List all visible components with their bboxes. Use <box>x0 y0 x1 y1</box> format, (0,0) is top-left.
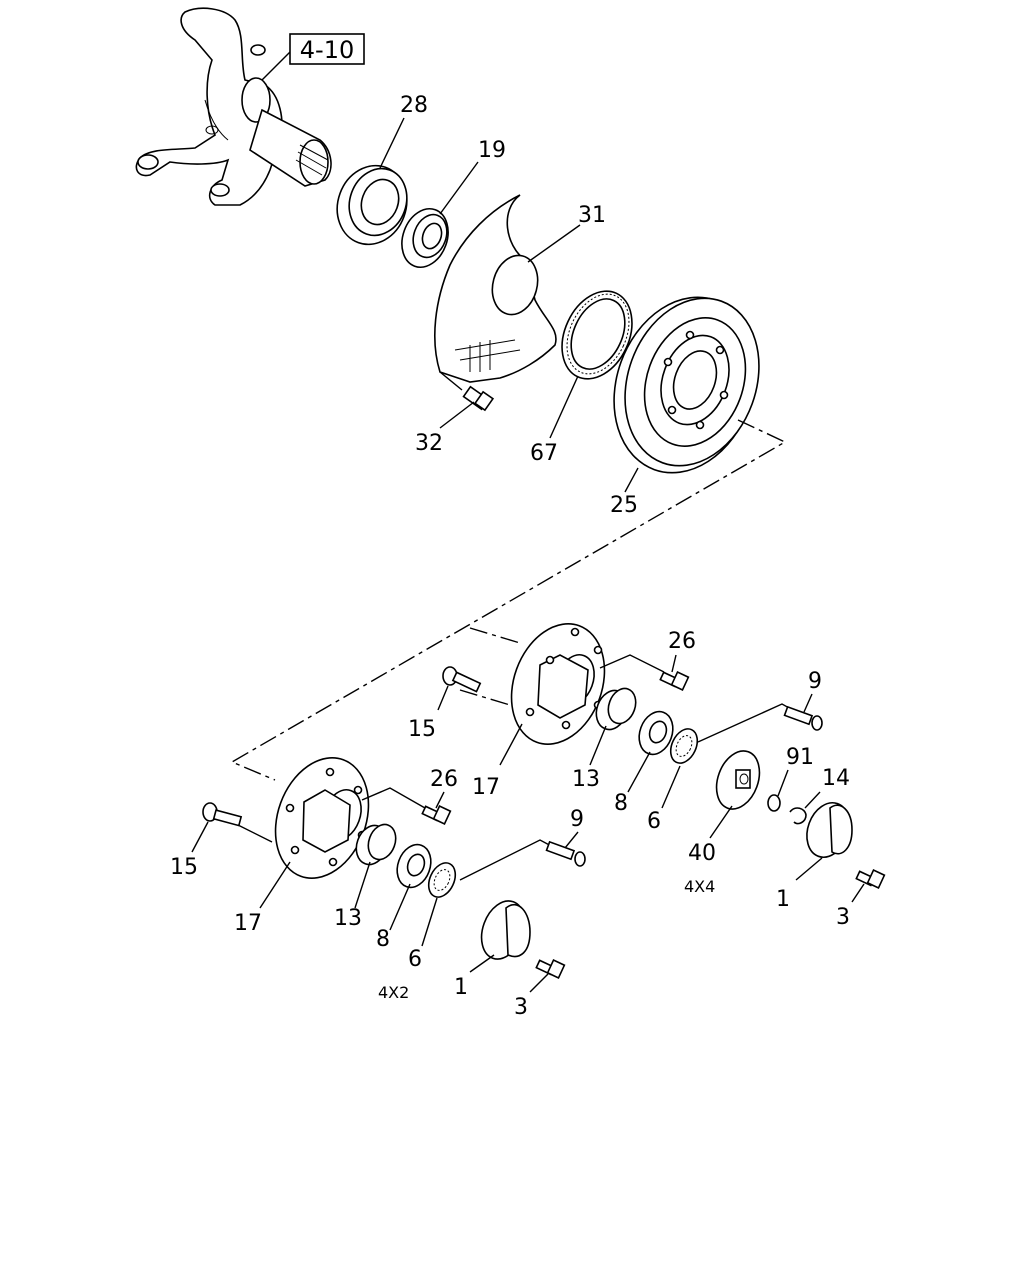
part-label-15-lower: 15 <box>170 855 198 880</box>
part-label-67: 67 <box>530 441 558 466</box>
part-label-26-lower: 26 <box>430 767 458 792</box>
lock-washer-6-lower <box>427 862 457 898</box>
bearing-13-lower <box>355 823 397 866</box>
part-label-25: 25 <box>610 493 638 518</box>
part-label-8-lower: 8 <box>376 927 390 952</box>
seal-67 <box>561 290 633 380</box>
reference-box-label: 4-10 <box>300 36 354 64</box>
bolt-26-upper <box>599 654 690 691</box>
bolt-3-lower <box>535 959 566 979</box>
part-label-17-lower: 17 <box>234 911 262 936</box>
part-label-28: 28 <box>400 93 428 118</box>
variant-label-4x2: 4X2 <box>378 983 409 1002</box>
dust-shield-31 <box>434 194 557 391</box>
bearing-28 <box>336 164 408 246</box>
part-label-26-upper: 26 <box>668 629 696 654</box>
bolt-3-upper <box>855 869 886 889</box>
part-label-13-lower: 13 <box>334 906 362 931</box>
part-label-15-upper: 15 <box>408 717 436 742</box>
hub-cap-1-upper <box>806 802 853 858</box>
washer-91 <box>767 794 781 812</box>
part-label-91: 91 <box>786 745 814 770</box>
hub-17-lower <box>274 757 370 879</box>
part-label-1-upper: 1 <box>776 887 790 912</box>
nut-8-upper <box>638 710 674 756</box>
part-label-9-lower: 9 <box>570 807 584 832</box>
part-label-3-lower: 3 <box>514 995 528 1020</box>
hub-17-upper <box>510 623 606 745</box>
part-label-13-upper: 13 <box>572 767 600 792</box>
bolt-26-lower <box>361 787 452 825</box>
part-label-19: 19 <box>478 138 506 163</box>
part-label-17-upper: 17 <box>472 775 500 800</box>
assembly-line-stud <box>459 689 511 706</box>
part-label-14: 14 <box>822 766 850 791</box>
part-label-40: 40 <box>688 841 716 866</box>
steering-knuckle <box>135 7 332 206</box>
bolt-9-upper <box>697 703 823 743</box>
snap-ring-14 <box>789 807 807 825</box>
flange-40 <box>715 750 761 810</box>
bolt-15-lower <box>202 802 273 843</box>
part-label-9-upper: 9 <box>808 669 822 694</box>
variant-label-4x4: 4X4 <box>684 877 715 896</box>
bearing-19 <box>401 208 449 268</box>
part-label-1-lower: 1 <box>454 975 468 1000</box>
bolt-9-lower <box>459 839 586 881</box>
nut-8-lower <box>396 843 432 889</box>
bearing-13-upper <box>595 687 637 731</box>
leader-lines <box>191 51 865 993</box>
part-label-3-upper: 3 <box>836 905 850 930</box>
part-label-8-upper: 8 <box>614 791 628 816</box>
assembly-line-disc-to-hubs <box>230 419 787 781</box>
part-labels: 28 19 31 32 67 25 26 9 15 17 13 8 6 91 1… <box>170 93 850 1020</box>
hub-cap-1-lower <box>480 900 531 960</box>
brake-disc-25 <box>613 296 760 474</box>
assembly-line-upper-hub <box>469 627 521 644</box>
part-label-31: 31 <box>578 203 606 228</box>
part-label-32: 32 <box>415 431 443 456</box>
reference-box: 4-10 <box>289 33 365 65</box>
part-label-6-lower: 6 <box>408 947 422 972</box>
lock-washer-6-upper <box>669 728 699 764</box>
part-label-6-upper: 6 <box>647 809 661 834</box>
bolt-15-upper <box>442 666 482 693</box>
